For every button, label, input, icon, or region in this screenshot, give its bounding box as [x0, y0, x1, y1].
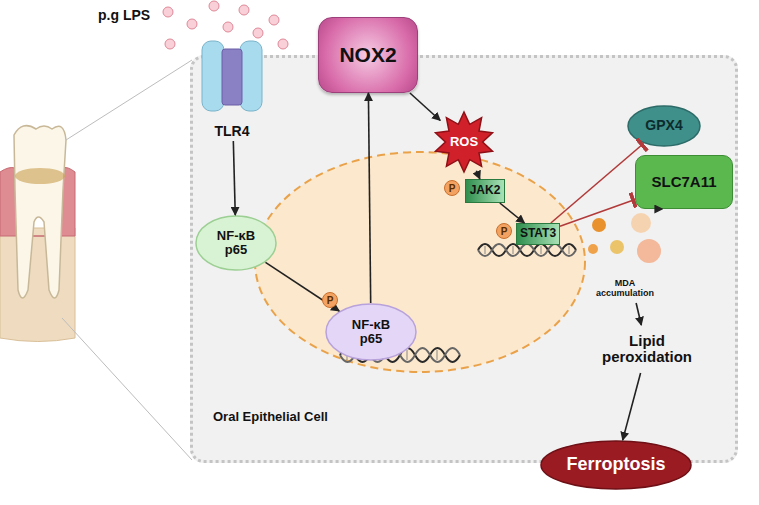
mda-dot	[592, 218, 606, 232]
node-label: Ferroptosis	[566, 455, 665, 475]
lps-particle	[278, 39, 288, 49]
lps-particle	[253, 28, 263, 38]
zoom-leader-line	[62, 318, 192, 460]
receptor-pillar	[202, 41, 224, 111]
outcome-ellipse: Ferroptosis	[540, 440, 692, 490]
inhibition-connector	[560, 199, 635, 226]
tooth-illustration	[0, 126, 75, 342]
stimulus-label: p.g LPS	[98, 7, 150, 23]
receptor: TLR4	[198, 39, 266, 141]
mda-dot	[637, 239, 661, 263]
lps-particle	[165, 39, 175, 49]
transcription-factor-box: STAT3	[516, 223, 560, 245]
phospho-mark: P	[444, 180, 460, 196]
inhibition-connector	[551, 144, 644, 223]
protein-box: SLC7A11	[635, 155, 733, 209]
gingiva	[0, 168, 75, 237]
activation-arrow	[368, 93, 370, 303]
lps-particle	[239, 5, 249, 15]
node-label: SLC7A11	[651, 174, 716, 191]
node-label: STAT3	[520, 227, 556, 240]
activation-arrow	[500, 203, 525, 223]
mda-dot	[631, 213, 651, 233]
phospho-mark: P	[322, 292, 338, 308]
protein-ellipse: NF-κB p65	[195, 215, 277, 271]
protein-ellipse: GPX4	[627, 105, 701, 147]
cell-membrane: TLR4NOX2ROSGPX4SLC7A11JAK2STAT3NF-κB p65…	[190, 55, 738, 463]
activation-arrow	[410, 93, 440, 120]
enzyme-box: NOX2	[318, 17, 418, 93]
ellipse-shape	[196, 216, 276, 270]
node-label: JAK2	[470, 184, 501, 197]
node-label: Lipid peroxidation	[597, 333, 697, 366]
mda-dot	[610, 240, 624, 254]
node-label: Oral Epithelial Cell	[213, 410, 328, 424]
activation-arrow	[233, 141, 235, 215]
node-label: TLR4	[215, 124, 250, 139]
kinase-box: JAK2	[465, 179, 505, 203]
mda-cluster: MDA accumulation	[579, 209, 671, 303]
lps-particle	[209, 1, 219, 11]
lps-particles	[163, 1, 288, 49]
node-label: NOX2	[339, 43, 396, 66]
node-label: NF-κB p65	[207, 229, 265, 258]
mda-dot	[588, 244, 598, 254]
activation-arrow	[636, 303, 641, 325]
receptor-core	[222, 49, 242, 105]
lps-particle	[187, 19, 197, 29]
lps-particle	[269, 15, 279, 25]
ellipse-shape	[326, 304, 416, 360]
tooth	[14, 126, 66, 298]
process-text: Lipid peroxidation	[591, 325, 703, 373]
node-label: GPX4	[645, 118, 682, 133]
node-label: NF-κB p65	[341, 318, 401, 347]
ros-star: ROS	[431, 111, 497, 173]
node-label: MDA accumulation	[590, 279, 660, 299]
activation-arrow	[623, 373, 641, 440]
activation-arrow	[265, 262, 339, 311]
ellipse-shape	[628, 106, 700, 146]
lps-particle	[163, 7, 173, 17]
activation-arrow	[476, 171, 480, 179]
dental-plaque	[15, 168, 65, 184]
lps-particle	[223, 22, 233, 32]
zoom-leader-line	[66, 60, 192, 140]
star-shape	[436, 112, 493, 172]
alveolar-bone	[0, 228, 75, 342]
receptor-pillar	[240, 41, 262, 111]
phospho-mark: P	[496, 223, 512, 239]
ellipse-shape	[541, 441, 691, 489]
node-label: ROS	[450, 135, 478, 149]
protein-ellipse: NF-κB p65	[325, 303, 417, 361]
